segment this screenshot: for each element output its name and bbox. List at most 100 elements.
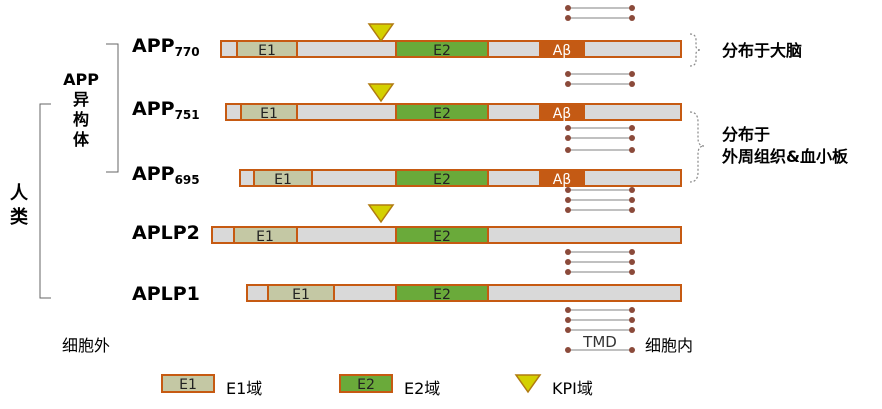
abeta-label-app770: Aβ: [553, 43, 572, 59]
lipid-head: [629, 5, 635, 11]
e1-label-aplp1: E1: [292, 287, 310, 303]
legend-e2-swatch-label: E2: [357, 377, 375, 393]
peripheral-label-line2: 外周组织&血小板: [722, 147, 848, 166]
lipid-head: [565, 207, 571, 213]
legend-kpi-swatch: [514, 374, 542, 394]
lipid-head: [565, 249, 571, 255]
isoform-group-label: APP 异 构 体: [58, 70, 104, 150]
legend-e1-label: E1域: [226, 379, 263, 398]
abeta-label-app695: Aβ: [553, 172, 572, 188]
lipid-head: [565, 147, 571, 153]
e1-label-app770: E1: [258, 43, 276, 59]
e2-label-app770: E2: [433, 43, 451, 59]
abeta-label-app751: Aβ: [553, 106, 572, 122]
lipid-head: [629, 327, 635, 333]
lipid-head: [629, 135, 635, 141]
human-group-label: 人 类: [6, 182, 32, 230]
protein-bar-app695: E1 E2 Aβ: [239, 169, 682, 188]
protein-bar-app770: E1 E2 Aβ: [220, 23, 682, 59]
e2-domain-app770: [395, 40, 489, 58]
e2-label-app695: E2: [433, 172, 451, 188]
kpi-domain-app751: [367, 83, 395, 103]
lipid-head: [629, 71, 635, 77]
lipid-head: [629, 269, 635, 275]
lipid-head: [629, 347, 635, 353]
kpi-domain-aplp2: [367, 204, 395, 224]
protein-label-aplp1: APLP1: [132, 283, 200, 305]
lipid-head: [629, 259, 635, 265]
isoform-label-line: APP: [63, 70, 99, 89]
legend-e2-swatch: [339, 374, 393, 393]
lipid-head: [565, 317, 571, 323]
isoform-label-line: 异: [72, 90, 89, 109]
e1-domain-app770: [236, 40, 298, 58]
lipid-head: [565, 197, 571, 203]
e2-domain-app695: [395, 169, 489, 187]
tmd-label: TMD: [582, 333, 617, 351]
e2-domain-app751: [395, 103, 489, 121]
e1-domain-aplp2: [233, 226, 298, 244]
lipid-head: [629, 207, 635, 213]
human-label-line: 类: [10, 207, 28, 228]
lipid-head: [565, 347, 571, 353]
protein-label-app770: APP770: [132, 35, 200, 59]
e1-label-app751: E1: [260, 106, 278, 122]
e1-domain-aplp1: [267, 284, 335, 302]
intracellular-label: 细胞内: [645, 336, 694, 355]
lipid-head: [565, 5, 571, 11]
e2-label-aplp1: E2: [433, 287, 451, 303]
e2-domain-aplp2: [395, 226, 489, 244]
protein-bar-app751: E1 E2 Aβ: [225, 83, 682, 122]
lipid-head: [565, 307, 571, 313]
lipid-head: [629, 125, 635, 131]
lipid-head: [629, 187, 635, 193]
peripheral-brace: [689, 111, 705, 183]
human-bracket: [39, 103, 51, 299]
e2-label-aplp2: E2: [433, 229, 451, 245]
lipid-head: [629, 249, 635, 255]
legend-e1-swatch-label: E1: [179, 377, 197, 393]
isoform-label-line: 体: [72, 130, 89, 149]
abeta-domain-app770: [539, 40, 585, 58]
protein-bar-aplp1: E1 E2: [246, 284, 682, 303]
lipid-head: [629, 307, 635, 313]
abeta-domain-app695: [539, 169, 585, 187]
lipid-head: [629, 317, 635, 323]
peripheral-distribution-label: 分布于 外周组织&血小板: [722, 124, 848, 168]
protein-bar-aplp2: E1 E2: [211, 204, 682, 245]
lipid-head: [565, 15, 571, 21]
lipid-head: [565, 71, 571, 77]
membrane-layer: [565, 5, 635, 353]
protein-label-app695: APP695: [132, 163, 200, 187]
peripheral-label-line1: 分布于: [722, 125, 771, 144]
lipid-head: [629, 147, 635, 153]
lipid-head: [565, 187, 571, 193]
protein-label-app751: APP751: [132, 98, 200, 122]
legend-e2-label: E2域: [404, 379, 441, 398]
lipid-head: [629, 197, 635, 203]
human-label-line: 人: [10, 183, 28, 204]
isoform-label-line: 构: [72, 110, 89, 129]
lipid-head: [565, 135, 571, 141]
lipid-head: [629, 81, 635, 87]
brain-brace: [689, 33, 702, 67]
e2-label-app751: E2: [433, 106, 451, 122]
brain-distribution-label: 分布于大脑: [722, 41, 803, 60]
extracellular-label: 细胞外: [62, 336, 111, 355]
lipid-head: [565, 81, 571, 87]
protein-label-aplp2: APLP2: [132, 222, 200, 244]
lipid-head: [565, 125, 571, 131]
e2-domain-aplp1: [395, 284, 489, 302]
legend-e1-swatch: [161, 374, 215, 393]
kpi-domain-app770: [367, 23, 395, 43]
lipid-head: [565, 327, 571, 333]
lipid-head: [565, 259, 571, 265]
lipid-head: [565, 269, 571, 275]
lipid-head: [629, 15, 635, 21]
legend-kpi-label: KPI域: [552, 379, 593, 398]
e1-label-app695: E1: [274, 172, 292, 188]
abeta-domain-app751: [539, 103, 585, 121]
e1-domain-app695: [253, 169, 313, 187]
isoform-bracket: [106, 43, 119, 173]
